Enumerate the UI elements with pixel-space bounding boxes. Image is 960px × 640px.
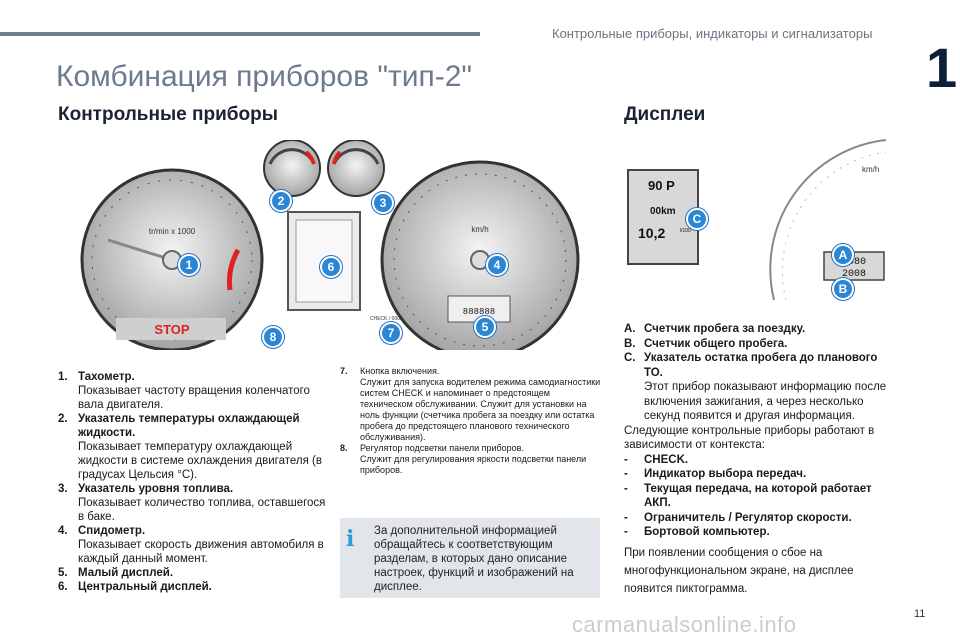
right-item-key: B. <box>624 337 636 350</box>
left-item-title: Указатель температуры охлаждающей жидкос… <box>78 413 300 439</box>
right-bullet: - Бортовой компьютер. <box>624 525 894 540</box>
left-item-title: Малый дисплей. <box>78 567 174 579</box>
svg-text:3080: 3080 <box>842 257 866 268</box>
mid-item-title: Регулятор подсветки панели приборов. <box>360 443 524 453</box>
callout-C: C <box>686 208 708 230</box>
bullet-dash: - <box>624 453 628 466</box>
mid-item-title: Кнопка включения. <box>360 366 440 376</box>
header-bar <box>0 32 480 36</box>
left-item-number: 1. <box>58 371 68 383</box>
info-icon: i <box>346 526 355 552</box>
right-bullet-text: Бортовой компьютер. <box>644 526 770 538</box>
right-bullet-text: Ограничитель / Регулятор скорости. <box>644 511 852 524</box>
mid-item-desc: Служит для запуска водителем режима само… <box>360 377 601 442</box>
left-item-desc: Показывает температуру охлаждающей жидко… <box>78 441 322 481</box>
left-item-desc: Показывает частоту вращения коленчатого … <box>78 385 310 411</box>
right-para-2: Следующие контрольные приборы работают в… <box>624 424 875 452</box>
reset-label: CHECK / 0000 <box>370 316 403 322</box>
odometer-digits: 888888 <box>463 307 495 317</box>
bullet-dash: - <box>624 482 628 495</box>
callout-2: 2 <box>270 190 292 212</box>
right-bullet-text: Индикатор выбора передач. <box>644 468 807 480</box>
right-item-key: C. <box>624 352 636 364</box>
callout-4: 4 <box>486 254 508 276</box>
svg-text:km/h: km/h <box>862 165 879 174</box>
callout-5: 5 <box>474 316 496 338</box>
info-box <box>340 518 600 598</box>
right-item: B. Счетчик общего пробега. <box>624 337 894 352</box>
page-title: Комбинация приборов "тип-2" <box>56 60 473 93</box>
left-item: 4. Спидометр. Показывает скорость движения… <box>58 524 328 566</box>
callout-6: 6 <box>320 256 342 278</box>
left-item-title: Указатель уровня топлива. <box>78 483 234 495</box>
left-item-title: Спидометр. <box>78 525 146 537</box>
left-item: 6. Центральный дисплей. <box>58 580 328 594</box>
svg-text:l/100: l/100 <box>680 228 691 234</box>
callout-8: 8 <box>262 326 284 348</box>
left-item-title: Тахометр. <box>78 371 135 383</box>
left-item-desc: Показывает скорость движения автомобиля … <box>78 539 324 565</box>
right-bullet-text: Текущая передача, на которой работает АК… <box>644 482 872 510</box>
mid-item-number: 7. <box>340 366 348 376</box>
speedo-label: km/h <box>471 225 488 234</box>
left-item: 3. Указатель уровня топлива. Показывает ко… <box>58 482 328 524</box>
running-title: Контрольные приборы, индикаторы и сигнал… <box>552 26 873 41</box>
left-item: 1. Тахометр. Показывает частоту вращения к… <box>58 370 328 412</box>
bullet-dash: - <box>624 511 628 524</box>
info-text: За дополнительной информацией обращайтес… <box>374 525 574 593</box>
left-item-title: Центральный дисплей. <box>78 581 212 593</box>
left-item-desc: Показывает количество топлива, оставшего… <box>78 497 326 523</box>
svg-text:2008: 2008 <box>842 269 866 280</box>
right-bullet-text: CHECK. <box>644 453 689 466</box>
right-para-1: Этот прибор показывают информацию после … <box>644 381 887 422</box>
right-item-key: A. <box>624 323 636 335</box>
right-section-heading: Дисплеи <box>624 104 706 125</box>
right-bullet: - CHECK. <box>624 453 894 468</box>
stop-warning: STOP <box>154 322 189 337</box>
right-item: C. Указатель остатка пробега до планового… <box>624 351 894 380</box>
left-item: 5. Малый дисплей. <box>58 566 328 580</box>
items-right-list: A. Счетчик пробега за поездку. B. Счетчик о… <box>624 322 894 598</box>
left-item-number: 5. <box>58 567 68 579</box>
instrument-cluster-illustration: tr/min x 1000 STOP km/h 888888 CHECK / 0… <box>60 140 580 350</box>
page-number: 11 <box>914 608 926 620</box>
bullet-dash: - <box>624 526 628 538</box>
left-item: 2. Указатель температуры охлаждающей жидк… <box>58 412 328 482</box>
left-item-number: 2. <box>58 413 68 425</box>
svg-text:90 P: 90 P <box>648 178 675 193</box>
mid-item: 8. Регулятор подсветки панели приборов.Сл… <box>340 443 602 476</box>
right-item-title: Счетчик общего пробега. <box>644 337 788 350</box>
callout-A: A <box>832 244 854 266</box>
callout-1: 1 <box>178 254 200 276</box>
svg-text:00km: 00km <box>650 206 676 217</box>
display-illustration: 90 P 00km 10,2 l/100 3080 2008 km/h <box>624 130 894 310</box>
right-item-title: Указатель остатка пробега до планового Т… <box>644 352 878 379</box>
tacho-label: tr/min x 1000 <box>149 227 196 236</box>
right-bullet: - Текущая передача, на которой работает А… <box>624 482 894 511</box>
svg-text:10,2: 10,2 <box>638 225 665 241</box>
left-section-heading: Контрольные приборы <box>58 104 278 125</box>
right-bullet: - Ограничитель / Регулятор скорости. <box>624 511 894 526</box>
mid-item-desc: Служит для регулирования яркости подсвет… <box>360 454 587 475</box>
left-item-number: 6. <box>58 581 68 593</box>
callout-3: 3 <box>372 192 394 214</box>
callout-7: 7 <box>380 322 402 344</box>
mid-item: 7. Кнопка включения.Служит для запуска во… <box>340 366 602 443</box>
right-bullet: - Индикатор выбора передач. <box>624 467 894 482</box>
left-item-number: 4. <box>58 525 68 537</box>
watermark: carmanualsonline.info <box>572 612 797 637</box>
left-item-number: 3. <box>58 483 68 495</box>
right-item: A. Счетчик пробега за поездку. <box>624 322 894 337</box>
chapter-number: 1 <box>926 36 958 99</box>
bullet-dash: - <box>624 468 628 480</box>
callout-B: B <box>832 278 854 300</box>
items-left-list: 1. Тахометр. Показывает частоту вращения к… <box>58 370 328 594</box>
mid-item-number: 8. <box>340 443 348 453</box>
right-para-3: При появлении сообщения о сбое на многоф… <box>624 546 854 595</box>
items-mid-list: 7. Кнопка включения.Служит для запуска во… <box>340 366 602 476</box>
right-item-title: Счетчик пробега за поездку. <box>644 323 806 335</box>
